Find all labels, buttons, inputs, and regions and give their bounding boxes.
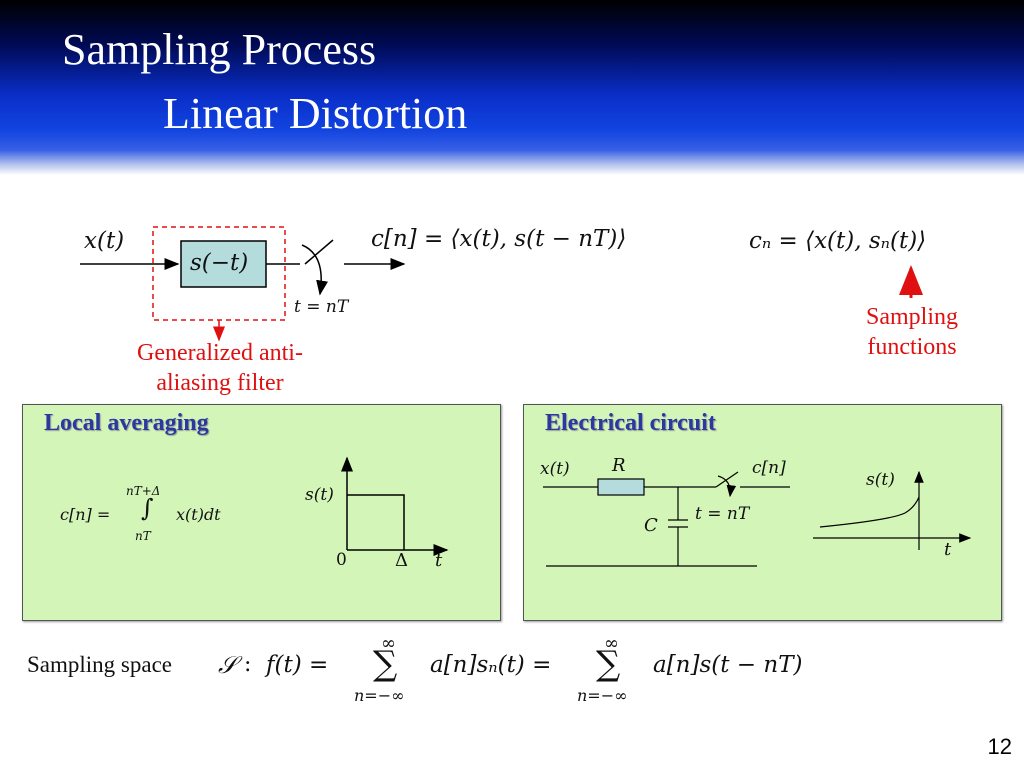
sampler-label: t = nT (294, 297, 349, 317)
filter-label: s(−t) (190, 250, 249, 276)
exp-curve (819, 496, 920, 528)
circuit-switch-label: t = nT (695, 504, 750, 524)
circuit-output-label: c[n] (752, 458, 786, 478)
integral-sign: ∫ (141, 494, 154, 522)
exp-plot-ylabel: s(t) (866, 470, 895, 490)
sum2-bottom: n=−∞ (577, 686, 628, 705)
slide-subtitle: Linear Distortion (163, 89, 468, 138)
sum1-top: ∞ (381, 633, 396, 654)
integral-lower-limit: nT (135, 529, 151, 543)
sampling-fn-line1: Sampling (865, 304, 958, 330)
title-banner (0, 0, 1024, 175)
circuit-switch (715, 471, 739, 488)
sampling-space-symbol: 𝒮 (218, 651, 237, 679)
electrical-circuit-heading: Electrical circuit (545, 410, 716, 436)
box-plot-ylabel: s(t) (305, 485, 334, 505)
sampler-rotation-arrow (301, 244, 328, 296)
box-function-curve (347, 494, 405, 550)
box-plot-origin: 0 (336, 550, 347, 570)
filter-block (180, 240, 267, 288)
local-averaging-panel (22, 404, 501, 621)
circuit-switch-arrow (717, 475, 737, 498)
sum2-top: ∞ (604, 633, 619, 654)
slide-title: Sampling Process (62, 25, 377, 74)
filter-annotation: Generalized anti- aliasing filter (100, 338, 340, 398)
capacitor-label: C (644, 515, 658, 536)
circuit-input-label: x(t) (540, 459, 570, 479)
box-plot-xlabel: t (435, 550, 443, 571)
sum1-bottom: n=−∞ (354, 686, 405, 705)
exp-plot-xlabel: t (944, 539, 952, 560)
sum1-sigma: ∑ (373, 644, 398, 684)
sampling-space-label: Sampling space (27, 652, 172, 677)
term2: a[n]s(t − nT) (653, 652, 803, 678)
term1: a[n]sₙ(t) = (430, 652, 552, 678)
integrand: x(t)dt (176, 505, 221, 524)
f-equals: f(t) = (266, 652, 329, 678)
sampler-switch (304, 239, 334, 265)
sampling-functions-annotation: Sampling functions (842, 302, 982, 362)
integral-upper-limit: nT+Δ (126, 484, 161, 498)
page-number: 12 (987, 734, 1012, 759)
resistor-label: R (612, 455, 626, 476)
electrical-circuit-panel (523, 404, 1002, 621)
sum2-sigma: ∑ (596, 644, 621, 684)
filter-annotation-line2: aliasing filter (156, 370, 284, 396)
box-plot-delta: Δ (395, 550, 408, 571)
local-avg-eq-lhs: c[n] = (60, 505, 111, 524)
resistor (597, 478, 645, 496)
filter-annotation-line1: Generalized anti- (137, 340, 303, 366)
general-sampling-equation: cₙ = ⟨x(t), sₙ(t)⟩ (749, 228, 927, 254)
sampling-fn-line2: functions (867, 334, 957, 360)
sampling-space-colon: : (244, 652, 252, 677)
local-averaging-heading: Local averaging (44, 410, 209, 436)
output-equation: c[n] = ⟨x(t), s(t − nT)⟩ (371, 226, 627, 252)
input-signal-label: x(t) (84, 228, 125, 254)
